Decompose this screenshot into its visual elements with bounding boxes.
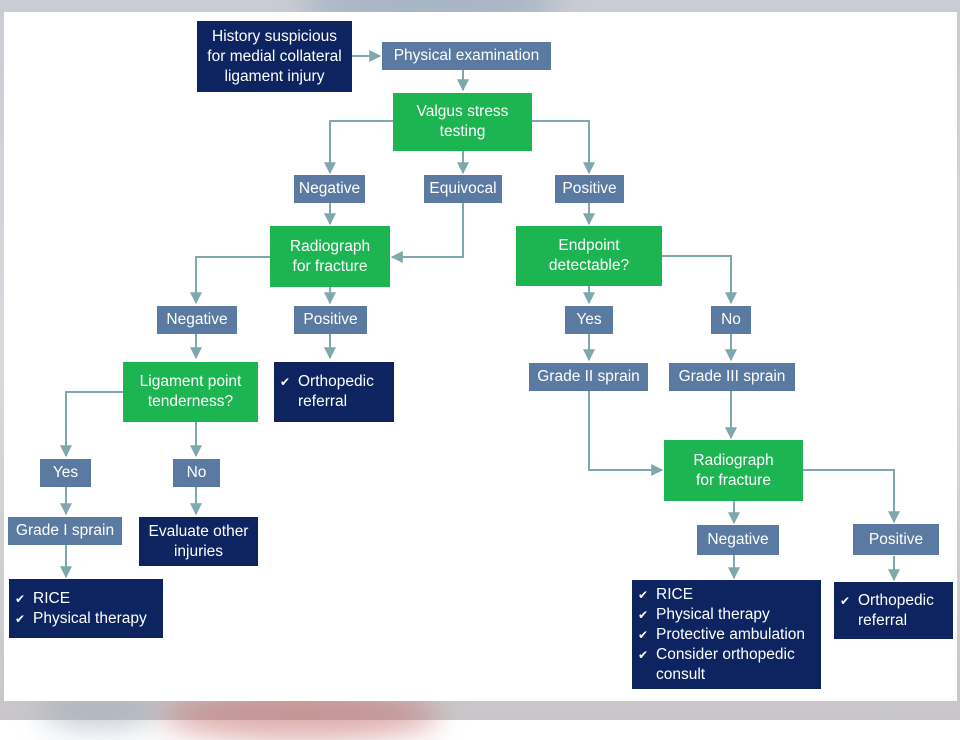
treatment-item: RICE — [33, 589, 71, 607]
no-label-text: No — [721, 311, 741, 328]
orthopedic-referral-text: referral — [298, 393, 348, 410]
treatment-item: Physical therapy — [656, 605, 770, 623]
connector — [190, 256, 270, 305]
evaluate-other-injuries-text: Evaluate other injuries — [148, 522, 249, 560]
treatment-item: Physical therapy — [33, 609, 147, 627]
history-box: History suspicious for medial collateral… — [197, 21, 352, 92]
radiograph-for-fracture-box: Radiograph for fracture — [664, 440, 803, 501]
ligament-point-tenderness-box: Ligament point tenderness? — [123, 362, 258, 422]
grade-iii-sprain-text: Grade III sprain — [678, 368, 786, 385]
positive-label-text: Positive — [303, 311, 358, 328]
positive-label-box: Positive — [294, 306, 367, 334]
check-icon: ✔ — [15, 611, 26, 626]
orthopedic-referral-text: Orthopedic — [858, 591, 934, 609]
equivocal-label-box: Equivocal — [424, 175, 502, 203]
negative-label-text: Negative — [166, 311, 228, 328]
check-icon: ✔ — [638, 627, 649, 642]
physical-examination-box: Physical examination — [382, 42, 551, 70]
orthopedic-referral-box: ✔ Orthopedic referral — [834, 582, 953, 639]
grade-ii-sprain-box: Grade II sprain — [529, 363, 648, 391]
negative-label-text: Negative — [298, 180, 361, 197]
connector — [390, 203, 464, 263]
check-icon: ✔ — [638, 587, 649, 602]
grade-ii-sprain-text: Grade II sprain — [537, 368, 640, 385]
connector-layer — [60, 50, 900, 582]
radiograph-for-fracture-text: Radiograph for fracture — [289, 237, 371, 275]
connector — [60, 391, 123, 458]
negative-label-box: Negative — [697, 525, 779, 555]
radiograph-for-fracture-box: Radiograph for fracture — [270, 226, 390, 287]
positive-label-text: Positive — [868, 530, 924, 548]
orthopedic-referral-text: Orthopedic — [298, 373, 374, 390]
treatment-item: Protective ambulation — [656, 625, 806, 643]
treatment-item: RICE — [656, 585, 694, 603]
treatment-item: consult — [656, 665, 706, 683]
equivocal-label-text: Equivocal — [429, 180, 497, 197]
no-label-box: No — [173, 459, 220, 487]
connector — [588, 391, 664, 476]
no-label-text: No — [186, 464, 207, 481]
check-icon: ✔ — [280, 375, 291, 389]
treatment-item: Consider orthopedic — [656, 645, 795, 663]
grade-i-treatment-box: ✔ RICE ✔ Physical therapy — [9, 579, 163, 638]
orthopedic-referral-box: ✔ Orthopedic referral — [274, 362, 394, 422]
connector — [662, 255, 737, 305]
valgus-stress-testing-box: Valgus stress testing — [393, 93, 532, 151]
check-icon: ✔ — [638, 647, 649, 662]
negative-label-text: Negative — [707, 531, 769, 548]
yes-label-text: Yes — [576, 311, 602, 328]
yes-label-text: Yes — [52, 464, 79, 481]
connector — [803, 469, 900, 524]
positive-label-text: Positive — [562, 180, 617, 197]
negative-label-box: Negative — [294, 175, 365, 203]
ligament-point-tenderness-text: Ligament point tenderness? — [139, 373, 242, 410]
endpoint-detectable-text: Endpoint detectable? — [548, 237, 630, 274]
evaluate-other-injuries-box: Evaluate other injuries — [139, 517, 258, 566]
connector — [531, 120, 595, 175]
negative-label-box: Negative — [157, 306, 237, 334]
connector — [324, 120, 393, 175]
valgus-stress-testing-text: Valgus stress testing — [416, 103, 509, 140]
positive-label-box: Positive — [555, 175, 624, 203]
grade-i-sprain-box: Grade I sprain — [8, 517, 122, 545]
check-icon: ✔ — [840, 593, 851, 608]
check-icon: ✔ — [638, 607, 649, 622]
orthopedic-referral-text: referral — [858, 611, 908, 629]
grade-i-sprain-text: Grade I sprain — [15, 522, 115, 539]
check-icon: ✔ — [15, 591, 26, 606]
radiograph-for-fracture-text: Radiograph for fracture — [693, 451, 774, 489]
no-label-box: No — [711, 306, 751, 334]
positive-label-box: Positive — [853, 524, 939, 555]
history-text: History suspicious for medial collateral… — [207, 27, 342, 85]
yes-label-box: Yes — [40, 459, 91, 487]
negative-treatment-box: ✔ RICE ✔ Physical therapy ✔ Protective ambu… — [632, 580, 821, 689]
physical-examination-text: Physical examination — [393, 47, 540, 64]
endpoint-detectable-box: Endpoint detectable? — [516, 226, 662, 286]
grade-iii-sprain-box: Grade III sprain — [669, 363, 795, 391]
yes-label-box: Yes — [565, 306, 613, 334]
